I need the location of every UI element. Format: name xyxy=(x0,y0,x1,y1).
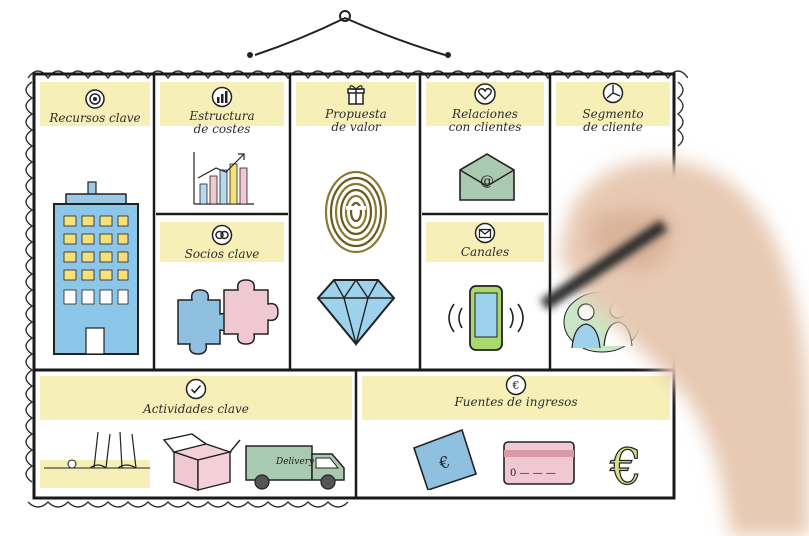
van-delivery-text: Delivery xyxy=(275,457,315,467)
envelope-icon xyxy=(474,222,496,244)
label-de-valor: de valor xyxy=(331,120,381,134)
cell-relaciones-con-clientes: Relaciones con clientes @ xyxy=(422,76,548,214)
label-segmento: Segmento xyxy=(582,107,644,121)
label-con-clientes: con clientes xyxy=(448,120,522,134)
cell-estructura-de-costes: Estructura de costes xyxy=(156,76,288,214)
label-recursos-clave: Recursos clave xyxy=(49,111,141,125)
heart-icon xyxy=(474,83,496,105)
smartphone-illustration xyxy=(448,285,524,351)
puzzle-illustration xyxy=(177,279,279,355)
cell-actividades-clave: Actividades clave Delivery xyxy=(36,372,356,498)
money-illustration: € 0 — — — € xyxy=(412,428,643,490)
label-estructura: Estructura xyxy=(189,109,255,123)
canvas-frame xyxy=(25,70,688,508)
label-de-cliente: de cliente xyxy=(583,120,643,134)
label-actividades-clave: Actividades clave xyxy=(143,402,249,416)
cell-socios-clave: Socios clave xyxy=(156,216,288,370)
gift-icon xyxy=(347,85,365,105)
cell-propuesta-de-valor: Propuesta de valor xyxy=(292,76,420,370)
label-propuesta: Propuesta xyxy=(325,107,387,121)
fingerprint-illustration xyxy=(324,170,388,254)
activities-illustration: Delivery xyxy=(40,431,345,491)
bar-chart-icon xyxy=(211,86,233,108)
check-icon xyxy=(185,378,207,400)
target-icon xyxy=(85,89,105,109)
hand-illustration xyxy=(540,160,809,536)
cell-canales: Canales xyxy=(422,216,548,370)
label-de-costes: de costes xyxy=(193,122,251,136)
card-number-text: 0 — — — xyxy=(510,468,556,479)
building-illustration xyxy=(53,181,139,355)
diamond-illustration xyxy=(316,278,396,347)
svg-text:€: € xyxy=(512,379,520,392)
label-fuentes-de-ingresos: Fuentes de ingresos xyxy=(454,395,578,409)
growth-chart-illustration xyxy=(193,152,254,205)
pie-icon xyxy=(602,82,624,104)
svg-text:€: € xyxy=(609,438,642,490)
cell-recursos-clave: Recursos clave xyxy=(36,76,154,370)
label-canales: Canales xyxy=(460,245,510,259)
label-socios-clave: Socios clave xyxy=(184,247,260,261)
svg-text:@: @ xyxy=(480,173,494,189)
hanging-string xyxy=(247,10,451,58)
label-relaciones: Relaciones xyxy=(452,107,518,121)
email-envelope-illustration: @ xyxy=(459,153,515,201)
cell-fuentes-de-ingresos: € Fuentes de ingresos € 0 — — — € xyxy=(358,372,674,498)
euro-icon: € xyxy=(505,374,527,396)
rings-icon xyxy=(211,224,233,246)
